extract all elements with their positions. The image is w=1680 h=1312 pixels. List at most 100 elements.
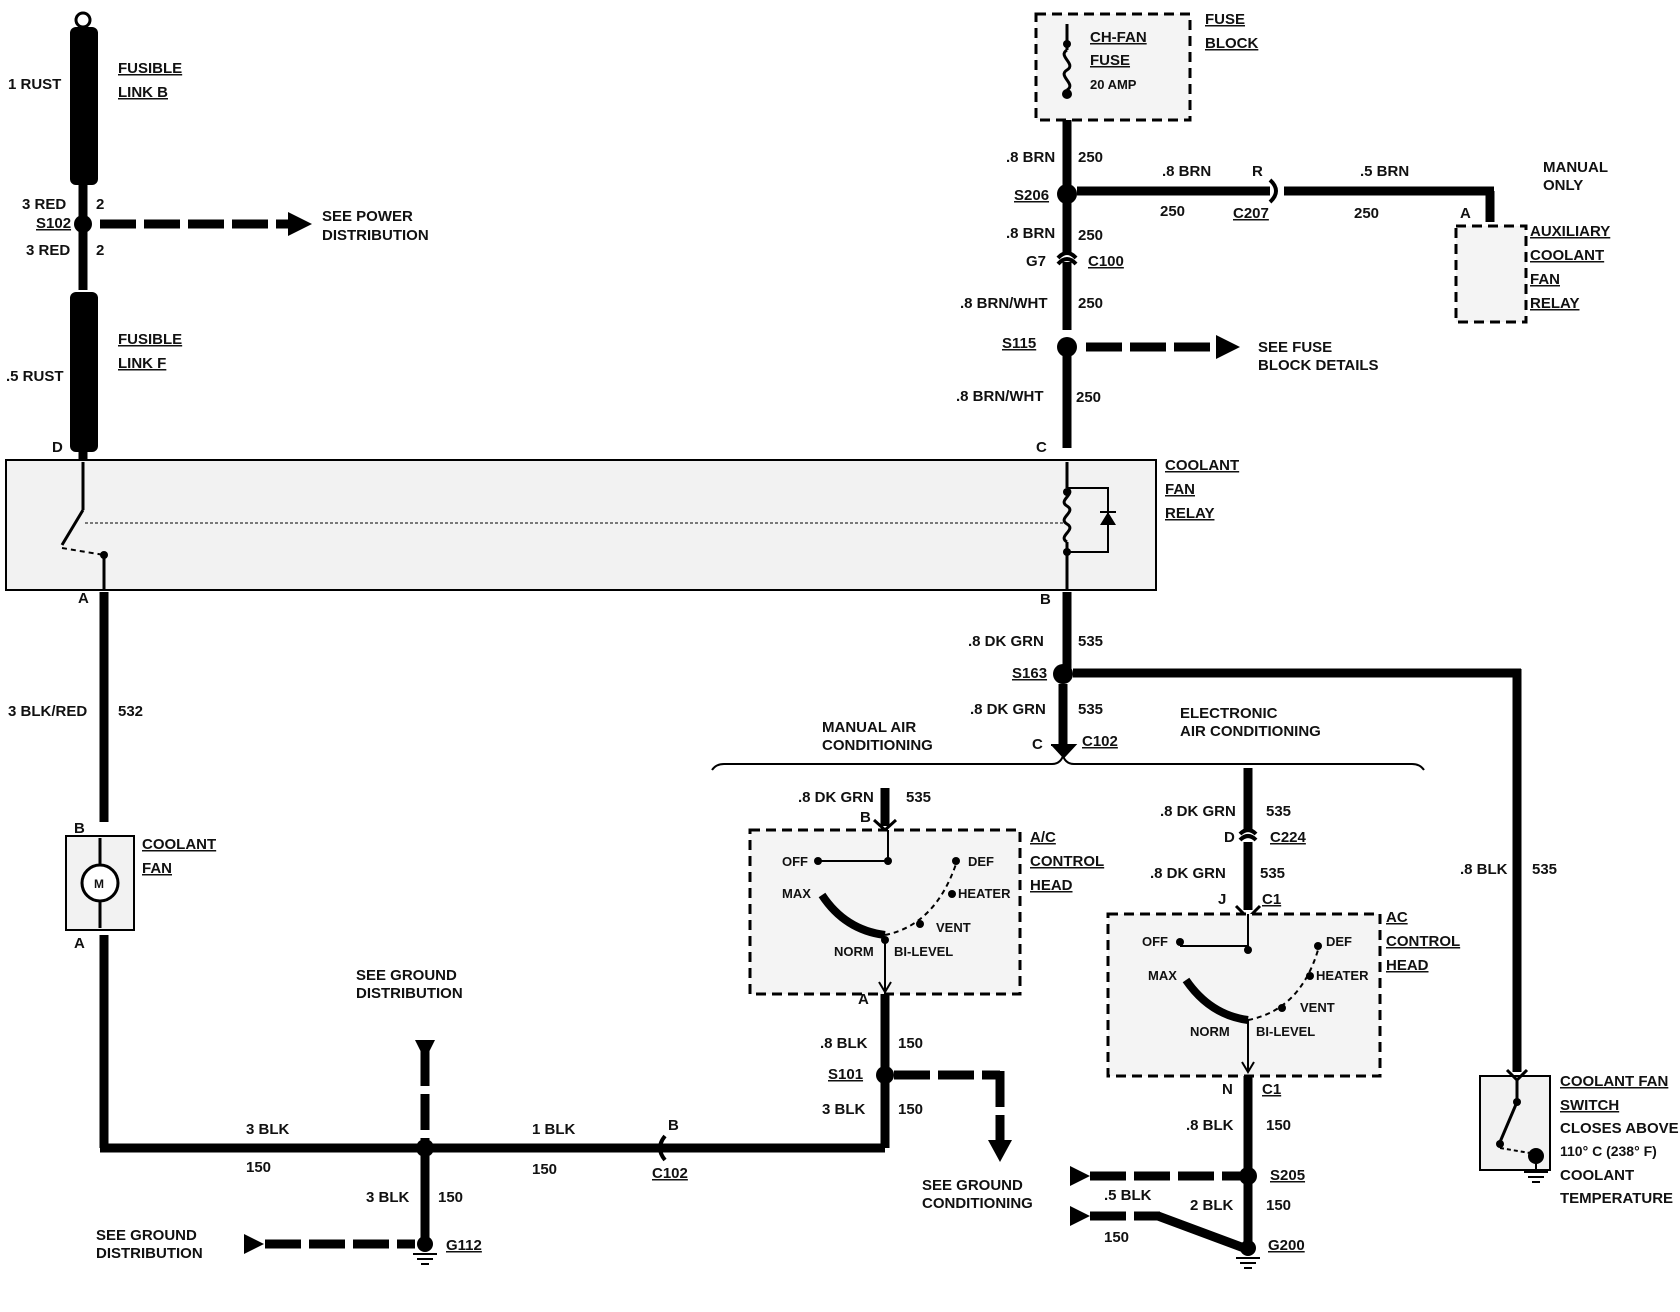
relay-label: FAN <box>1165 481 1195 498</box>
wire-label: .8 BRN/WHT <box>960 295 1048 312</box>
circuit-number: 532 <box>118 703 143 720</box>
fuse-name: FUSE <box>1090 52 1130 69</box>
wire-label: 1 BLK <box>532 1121 576 1138</box>
see-power-label: DISTRIBUTION <box>322 227 429 244</box>
circuit-number: 150 <box>1104 1229 1129 1246</box>
circuit-number: 535 <box>1078 701 1103 718</box>
connector-label: C224 <box>1270 829 1307 846</box>
pin-label: A <box>78 590 89 607</box>
wire-label: 3 BLK <box>822 1101 866 1118</box>
manual-only-label: MANUAL <box>1543 159 1608 176</box>
wire-label: .5 RUST <box>6 368 64 385</box>
auxiliary-relay-box <box>1454 224 1528 324</box>
ground-splice <box>416 1139 434 1157</box>
switch-arm <box>1498 1101 1519 1143</box>
pin-label: B <box>74 820 85 837</box>
circuit-number: 535 <box>1260 865 1285 882</box>
wire-label: .8 DK GRN <box>968 633 1044 650</box>
ground-arrow <box>244 1234 264 1254</box>
control-head-label: CONTROL <box>1386 933 1460 950</box>
aux-relay-label: COOLANT <box>1530 247 1604 264</box>
connector-label: C102 <box>652 1165 688 1182</box>
see-ground-label: DISTRIBUTION <box>356 985 463 1002</box>
fuse-block-label: FUSE <box>1205 11 1245 28</box>
fan-switch-label: 110° C (238° F) <box>1560 1143 1657 1159</box>
circuit-number: 150 <box>1266 1197 1291 1214</box>
wire-label: .8 DK GRN <box>798 789 874 806</box>
mode-label: OFF <box>782 854 808 869</box>
see-ground-label: SEE GROUND <box>96 1227 197 1244</box>
see-power-label: SEE POWER <box>322 208 413 225</box>
splice-s206-dot <box>1057 184 1077 204</box>
electronic-ac-control-head <box>1106 912 1382 1078</box>
circuit-number: 535 <box>906 789 931 806</box>
pin-label: J <box>1218 891 1226 908</box>
pin-label: A <box>1460 205 1471 222</box>
pin-label: D <box>1224 829 1235 846</box>
pin-label: B <box>860 809 871 826</box>
wire-label: 3 BLK/RED <box>8 703 87 720</box>
control-head-labels: OFF DEF MAX HEATER VENT NORM BI-LEVEL A/… <box>782 829 1460 1039</box>
mode-label: DEF <box>1326 934 1352 949</box>
connector-c207 <box>1268 178 1278 204</box>
fuse-name: CH-FAN <box>1090 29 1147 46</box>
pin-label: A <box>858 991 869 1008</box>
splice-label: S115 <box>1002 335 1036 352</box>
selector-arc <box>818 892 886 939</box>
pin-label: B <box>668 1117 679 1134</box>
fan-switch-label: SWITCH <box>1560 1097 1619 1114</box>
wire-label: 2 BLK <box>1190 1197 1234 1214</box>
see-fuse-block-label: BLOCK DETAILS <box>1258 357 1379 374</box>
circuit-number: 150 <box>532 1161 557 1178</box>
mode-label: MAX <box>1148 968 1177 983</box>
wire-label: .8 BRN <box>1006 225 1055 242</box>
electronic-ac-label: AIR CONDITIONING <box>1180 723 1321 740</box>
pin-label: N <box>1222 1081 1233 1098</box>
coolant-fan-label: FAN <box>142 860 172 877</box>
see-ground-label: CONDITIONING <box>922 1195 1033 1212</box>
pin-label: C <box>1032 736 1043 753</box>
pin-label: 2 <box>96 196 104 213</box>
pin-label: B <box>1040 591 1051 608</box>
wire-label: .8 BLK <box>820 1035 868 1052</box>
connector-label: C1 <box>1262 1081 1281 1098</box>
splice-label: S102 <box>36 215 71 232</box>
fusible-link-f-label: LINK F <box>118 355 166 372</box>
wire-label: .8 BLK <box>1460 861 1508 878</box>
manual-ac-label: MANUAL AIR <box>822 719 916 736</box>
mode-label: DEF <box>968 854 994 869</box>
pin-label: 2 <box>96 242 104 259</box>
mode-label: HEATER <box>958 886 1011 901</box>
control-head-label: HEAD <box>1386 957 1429 974</box>
wire-label: 3 BLK <box>246 1121 290 1138</box>
fusible-link-b-label: FUSIBLE <box>118 60 182 77</box>
wire-label: 3 BLK <box>366 1189 410 1206</box>
ground-arrow <box>415 1040 435 1060</box>
splice-label: S163 <box>1012 665 1047 682</box>
mode-label: NORM <box>834 944 874 959</box>
wire-label: 3 RED <box>26 242 70 259</box>
mode-label: HEATER <box>1316 968 1369 983</box>
connector-c102 <box>658 1134 667 1162</box>
circuit-number: 250 <box>1078 227 1103 244</box>
fusible-link-section: 1 RUST FUSIBLE LINK B 3 RED 2 S102 3 RED… <box>6 11 429 462</box>
ground-arrow <box>988 1140 1012 1162</box>
splice-s101-dot <box>876 1066 894 1084</box>
circuit-number: 535 <box>1266 803 1291 820</box>
fusible-link-b-label: LINK B <box>118 84 168 101</box>
relay-switch-arm <box>60 509 85 546</box>
connector-label: C102 <box>1082 733 1118 750</box>
relay-label: RELAY <box>1165 505 1214 522</box>
splice-label: S206 <box>1014 187 1049 204</box>
electronic-ac-label: ELECTRONIC <box>1180 705 1278 722</box>
connector-c224 <box>1238 828 1258 836</box>
fuse-block-box <box>1034 12 1192 122</box>
wire-label: .8 BLK <box>1186 1117 1234 1134</box>
circuit-number: 250 <box>1160 203 1185 220</box>
fan-switch-labels: COOLANT FAN SWITCH CLOSES ABOVE 110° C (… <box>1560 1073 1679 1207</box>
wire-label: .8 DK GRN <box>1150 865 1226 882</box>
wire-label: .8 BRN <box>1006 149 1055 166</box>
pin-label: C <box>1036 439 1047 456</box>
mode-label: VENT <box>936 920 971 935</box>
